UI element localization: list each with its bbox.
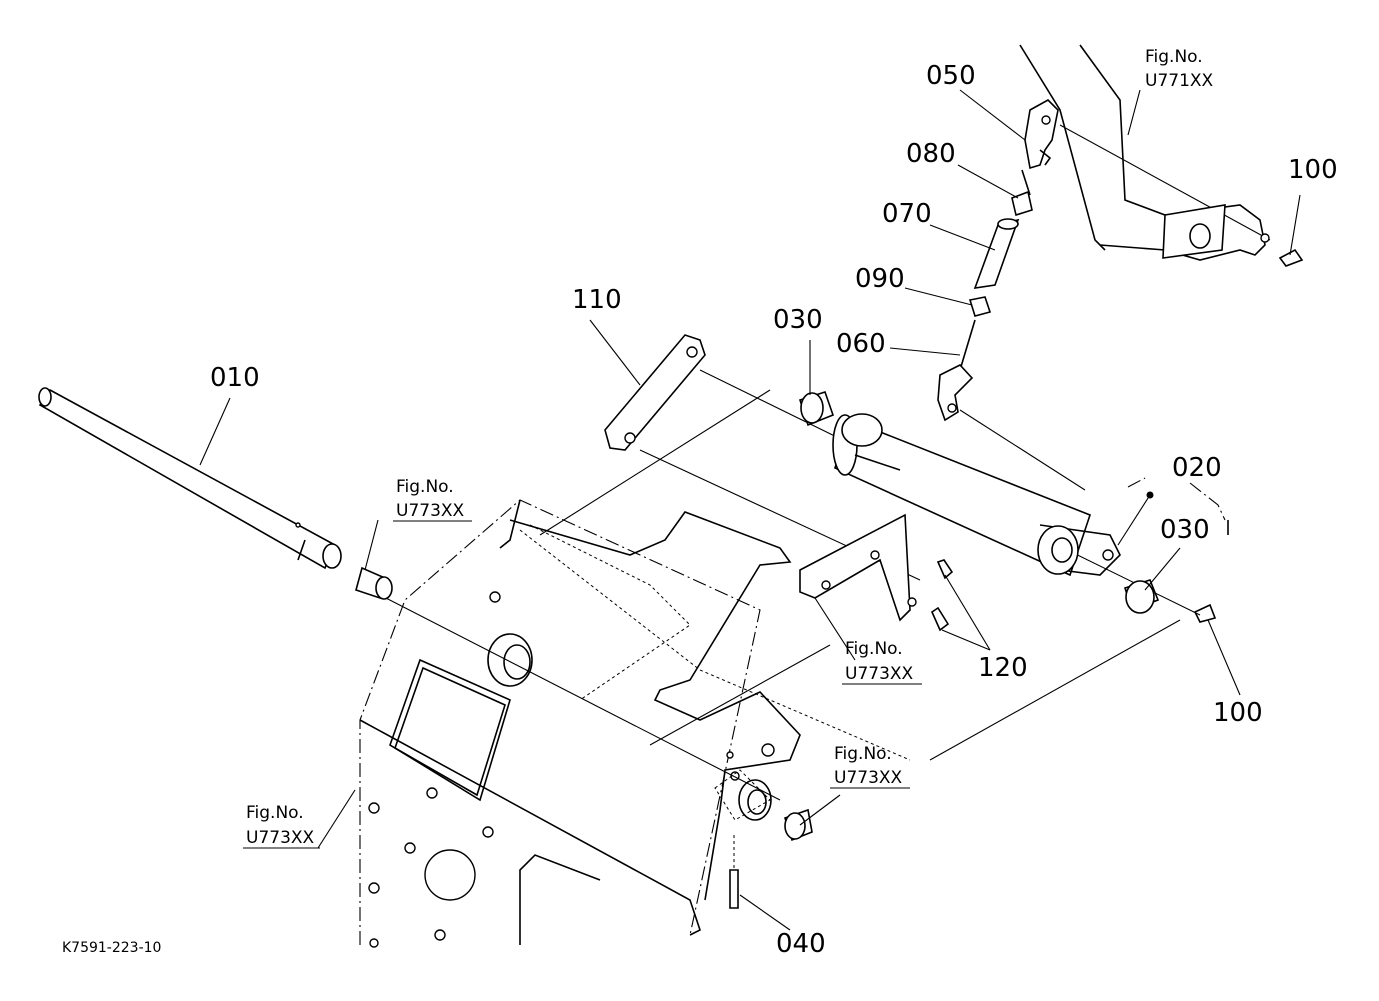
tube-020 xyxy=(832,413,1154,577)
bushing-left xyxy=(355,566,393,600)
shaft-010 xyxy=(38,387,342,570)
clip-100-lower xyxy=(1193,603,1217,623)
label-040: 040 xyxy=(776,929,826,959)
fig-ref-u773-bottom: Fig.No. U773XX xyxy=(243,803,320,849)
label-010: 010 xyxy=(210,363,260,393)
label-030-upper: 030 xyxy=(773,305,823,335)
bracket-plate xyxy=(509,511,911,901)
fig-ref-label: Fig.No. xyxy=(396,477,454,497)
label-050: 050 xyxy=(926,61,976,91)
label-100-upper: 100 xyxy=(1288,155,1338,185)
label-100-lower: 100 xyxy=(1213,698,1263,728)
drawing-code: K7591-223-10 xyxy=(62,940,161,956)
rod-end-050 xyxy=(1024,99,1059,170)
fig-ref-code: U773XX xyxy=(396,501,465,521)
part-labels: 010 110 030 050 080 070 090 060 020 030 … xyxy=(210,61,1338,959)
leader-lines xyxy=(199,89,1301,931)
fig-ref-label: Fig.No. xyxy=(845,639,903,659)
label-060: 060 xyxy=(836,329,886,359)
fig-ref-code: U773XX xyxy=(834,768,903,788)
fig-ref-label: Fig.No. xyxy=(834,744,892,764)
bushing-030-upper xyxy=(798,391,835,427)
clip-120 xyxy=(930,559,954,632)
frame-plate xyxy=(359,499,761,948)
fig-ref-u773-center: Fig.No. U773XX xyxy=(842,639,922,685)
label-070: 070 xyxy=(882,199,932,229)
label-020: 020 xyxy=(1172,453,1222,483)
fig-ref-u773-right: Fig.No. U773XX xyxy=(830,744,910,789)
fig-ref-code: U771XX xyxy=(1145,71,1214,91)
fig-ref-label: Fig.No. xyxy=(246,803,304,823)
label-030-lower: 030 xyxy=(1160,515,1210,545)
construction-lines xyxy=(379,124,1271,801)
nut-090 xyxy=(968,296,992,317)
link-110 xyxy=(604,334,706,451)
clevis-bracket xyxy=(799,513,917,622)
bushing-030-lower xyxy=(1123,579,1160,614)
pedal-lever xyxy=(1019,44,1270,261)
fig-ref-code: U773XX xyxy=(246,828,315,848)
fig-ref-code: U773XX xyxy=(845,664,914,684)
bushing-lower xyxy=(784,808,813,842)
clip-100-upper xyxy=(1278,248,1304,267)
turnbuckle-070 xyxy=(973,218,1020,289)
group-020-bracket xyxy=(1127,477,1229,535)
label-090: 090 xyxy=(855,264,905,294)
label-120: 120 xyxy=(978,653,1028,683)
pin-040 xyxy=(729,835,739,909)
label-080: 080 xyxy=(906,139,956,169)
rod-end-060 xyxy=(937,319,976,422)
label-110: 110 xyxy=(572,285,622,315)
nut-080 xyxy=(1011,169,1033,217)
fig-ref-u771: Fig.No. U771XX xyxy=(1145,47,1214,91)
fig-ref-label: Fig.No. xyxy=(1145,47,1203,67)
fig-ref-u773-left: Fig.No. U773XX xyxy=(393,477,472,522)
